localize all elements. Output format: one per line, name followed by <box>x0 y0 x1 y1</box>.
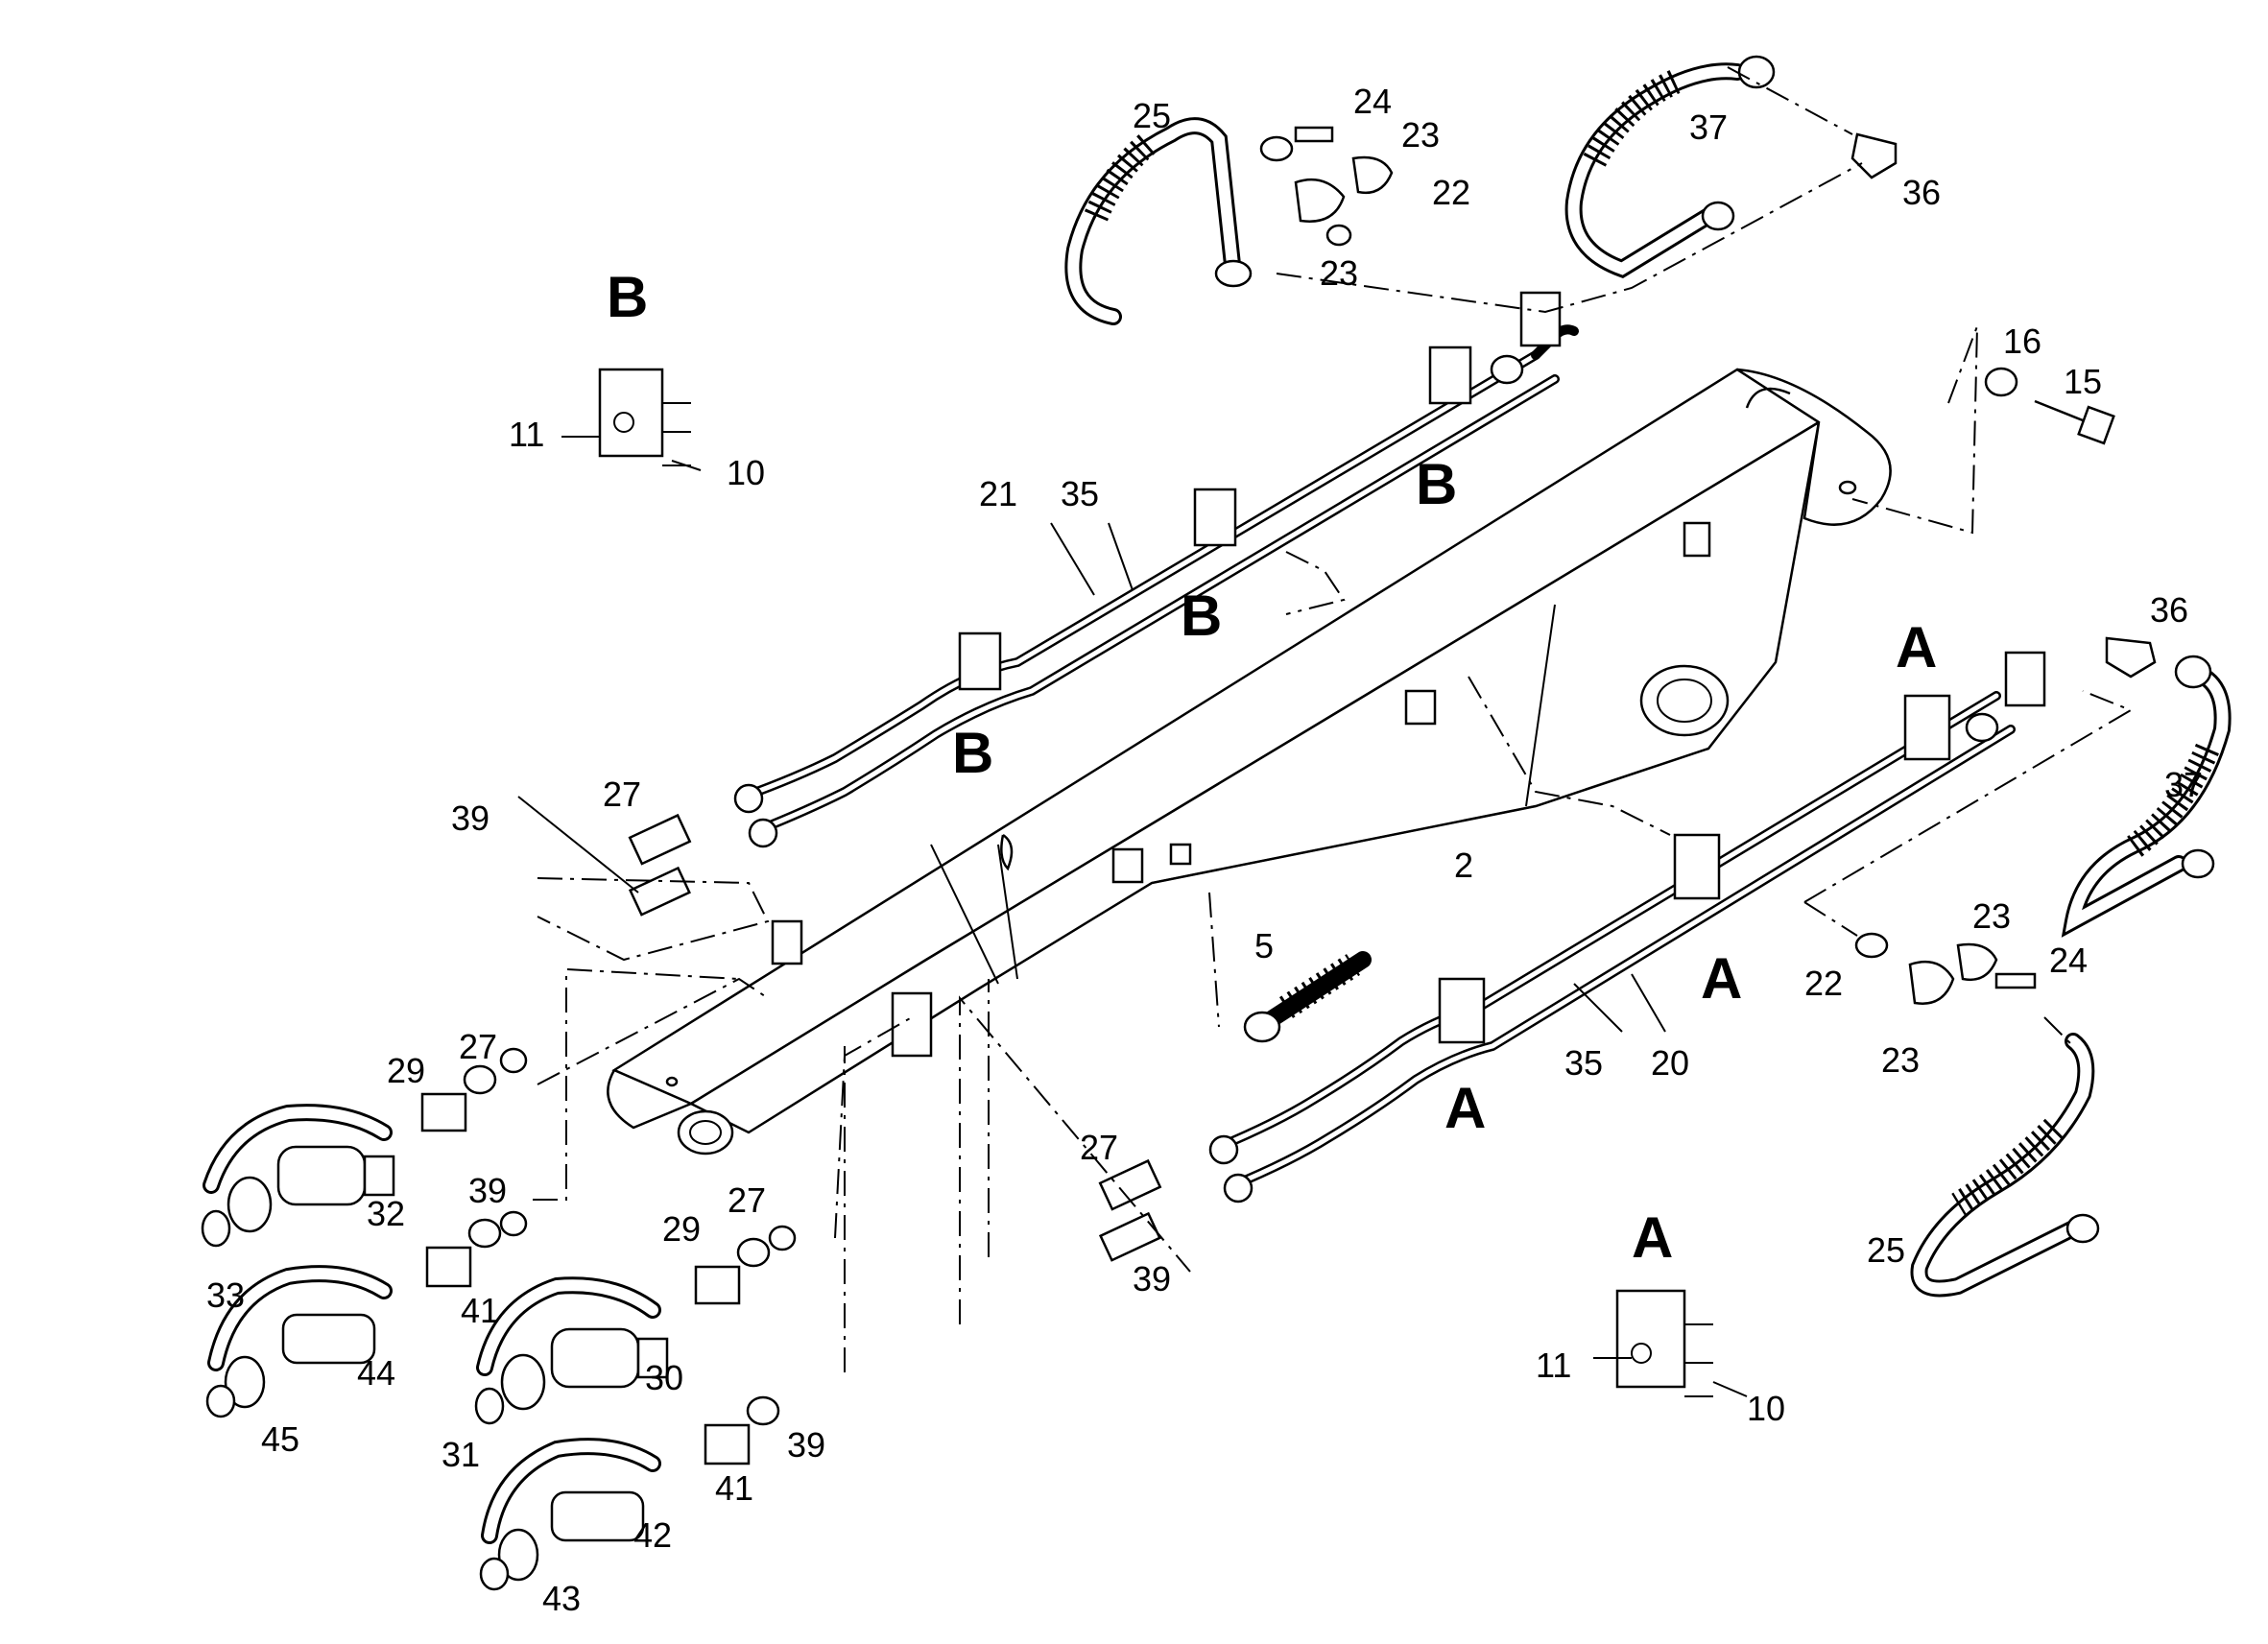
pipe-run-b <box>733 291 1579 848</box>
callout-33: 33 <box>206 1275 245 1315</box>
callout-36: 36 <box>1902 173 1941 212</box>
callout-44: 44 <box>357 1353 395 1393</box>
callout-43: 43 <box>542 1579 581 1618</box>
callout-41: 41 <box>715 1468 753 1508</box>
callout-23: 23 <box>1320 253 1358 293</box>
callout-11: 11 <box>509 415 544 454</box>
callout-5: 5 <box>1254 926 1274 965</box>
callout-24: 24 <box>2049 941 2088 980</box>
callout-31: 31 <box>442 1435 480 1474</box>
marker-b: B <box>1416 452 1457 516</box>
section-markers: B B B B A A A A <box>607 265 1937 1270</box>
marker-b: B <box>952 721 993 785</box>
clamp-detail-b <box>598 368 691 466</box>
callout-22: 22 <box>1804 964 1843 1003</box>
callout-39: 39 <box>1133 1259 1171 1299</box>
callout-2: 2 <box>1454 846 1473 885</box>
marker-b: B <box>1181 584 1222 648</box>
coupling-42-43 <box>479 1395 780 1591</box>
callout-10: 10 <box>1747 1389 1785 1428</box>
callout-25: 25 <box>1133 96 1171 135</box>
callout-29: 29 <box>662 1209 701 1249</box>
callout-21: 21 <box>979 474 1017 513</box>
callout-15: 15 <box>2064 362 2102 401</box>
hose-5 <box>1243 951 1372 1043</box>
callout-42: 42 <box>633 1515 672 1555</box>
marker-a: A <box>1632 1205 1673 1270</box>
coupling-32-33 <box>201 1047 528 1248</box>
callout-leaders <box>517 436 1748 1397</box>
marker-a: A <box>1896 615 1937 679</box>
clamp-detail-a <box>1615 1289 1713 1397</box>
callout-23: 23 <box>1401 115 1440 155</box>
hose-25-top <box>1064 117 1394 325</box>
pipe-run-a <box>1208 651 2046 1203</box>
hose-25-bottom <box>1854 932 2100 1298</box>
callout-30: 30 <box>645 1358 683 1397</box>
adapters <box>628 813 1162 1262</box>
bolt-and-washer <box>1984 367 2115 445</box>
marker-b: B <box>607 265 648 329</box>
callout-25: 25 <box>1867 1230 1905 1270</box>
callout-10: 10 <box>727 453 765 492</box>
callout-36: 36 <box>2150 590 2188 630</box>
callout-27: 27 <box>459 1027 497 1066</box>
callout-37: 37 <box>2164 765 2203 804</box>
callout-45: 45 <box>261 1419 299 1459</box>
callout-29: 29 <box>387 1051 425 1090</box>
boom-arm <box>607 368 1892 1156</box>
coupling-44-45 <box>205 1210 528 1418</box>
hose-37-top <box>1564 55 1898 278</box>
callout-24: 24 <box>1353 82 1392 121</box>
marker-a: A <box>1701 946 1742 1011</box>
callout-32: 32 <box>367 1194 405 1233</box>
callout-labels: 2 5 10 10 11 11 15 16 20 21 22 22 23 23 … <box>206 82 2203 1618</box>
callout-22: 22 <box>1432 173 1470 212</box>
callout-35: 35 <box>1061 474 1099 513</box>
connection-lines <box>533 66 2134 1372</box>
callout-16: 16 <box>2003 322 2041 361</box>
callout-11: 11 <box>1536 1346 1571 1385</box>
callout-27: 27 <box>728 1180 766 1220</box>
callout-27: 27 <box>603 774 641 814</box>
callout-20: 20 <box>1651 1043 1689 1083</box>
callout-39: 39 <box>787 1425 825 1465</box>
callout-35: 35 <box>1564 1043 1603 1083</box>
callout-23: 23 <box>1881 1040 1920 1080</box>
callout-27: 27 <box>1080 1128 1118 1167</box>
callout-23: 23 <box>1972 896 2011 936</box>
callout-39: 39 <box>468 1171 507 1210</box>
callout-37: 37 <box>1689 107 1728 147</box>
hose-37-right <box>2061 636 2232 938</box>
callout-41: 41 <box>461 1291 499 1330</box>
callout-39: 39 <box>451 798 489 838</box>
marker-a: A <box>1444 1076 1486 1140</box>
coupling-30-31 <box>474 1225 797 1425</box>
